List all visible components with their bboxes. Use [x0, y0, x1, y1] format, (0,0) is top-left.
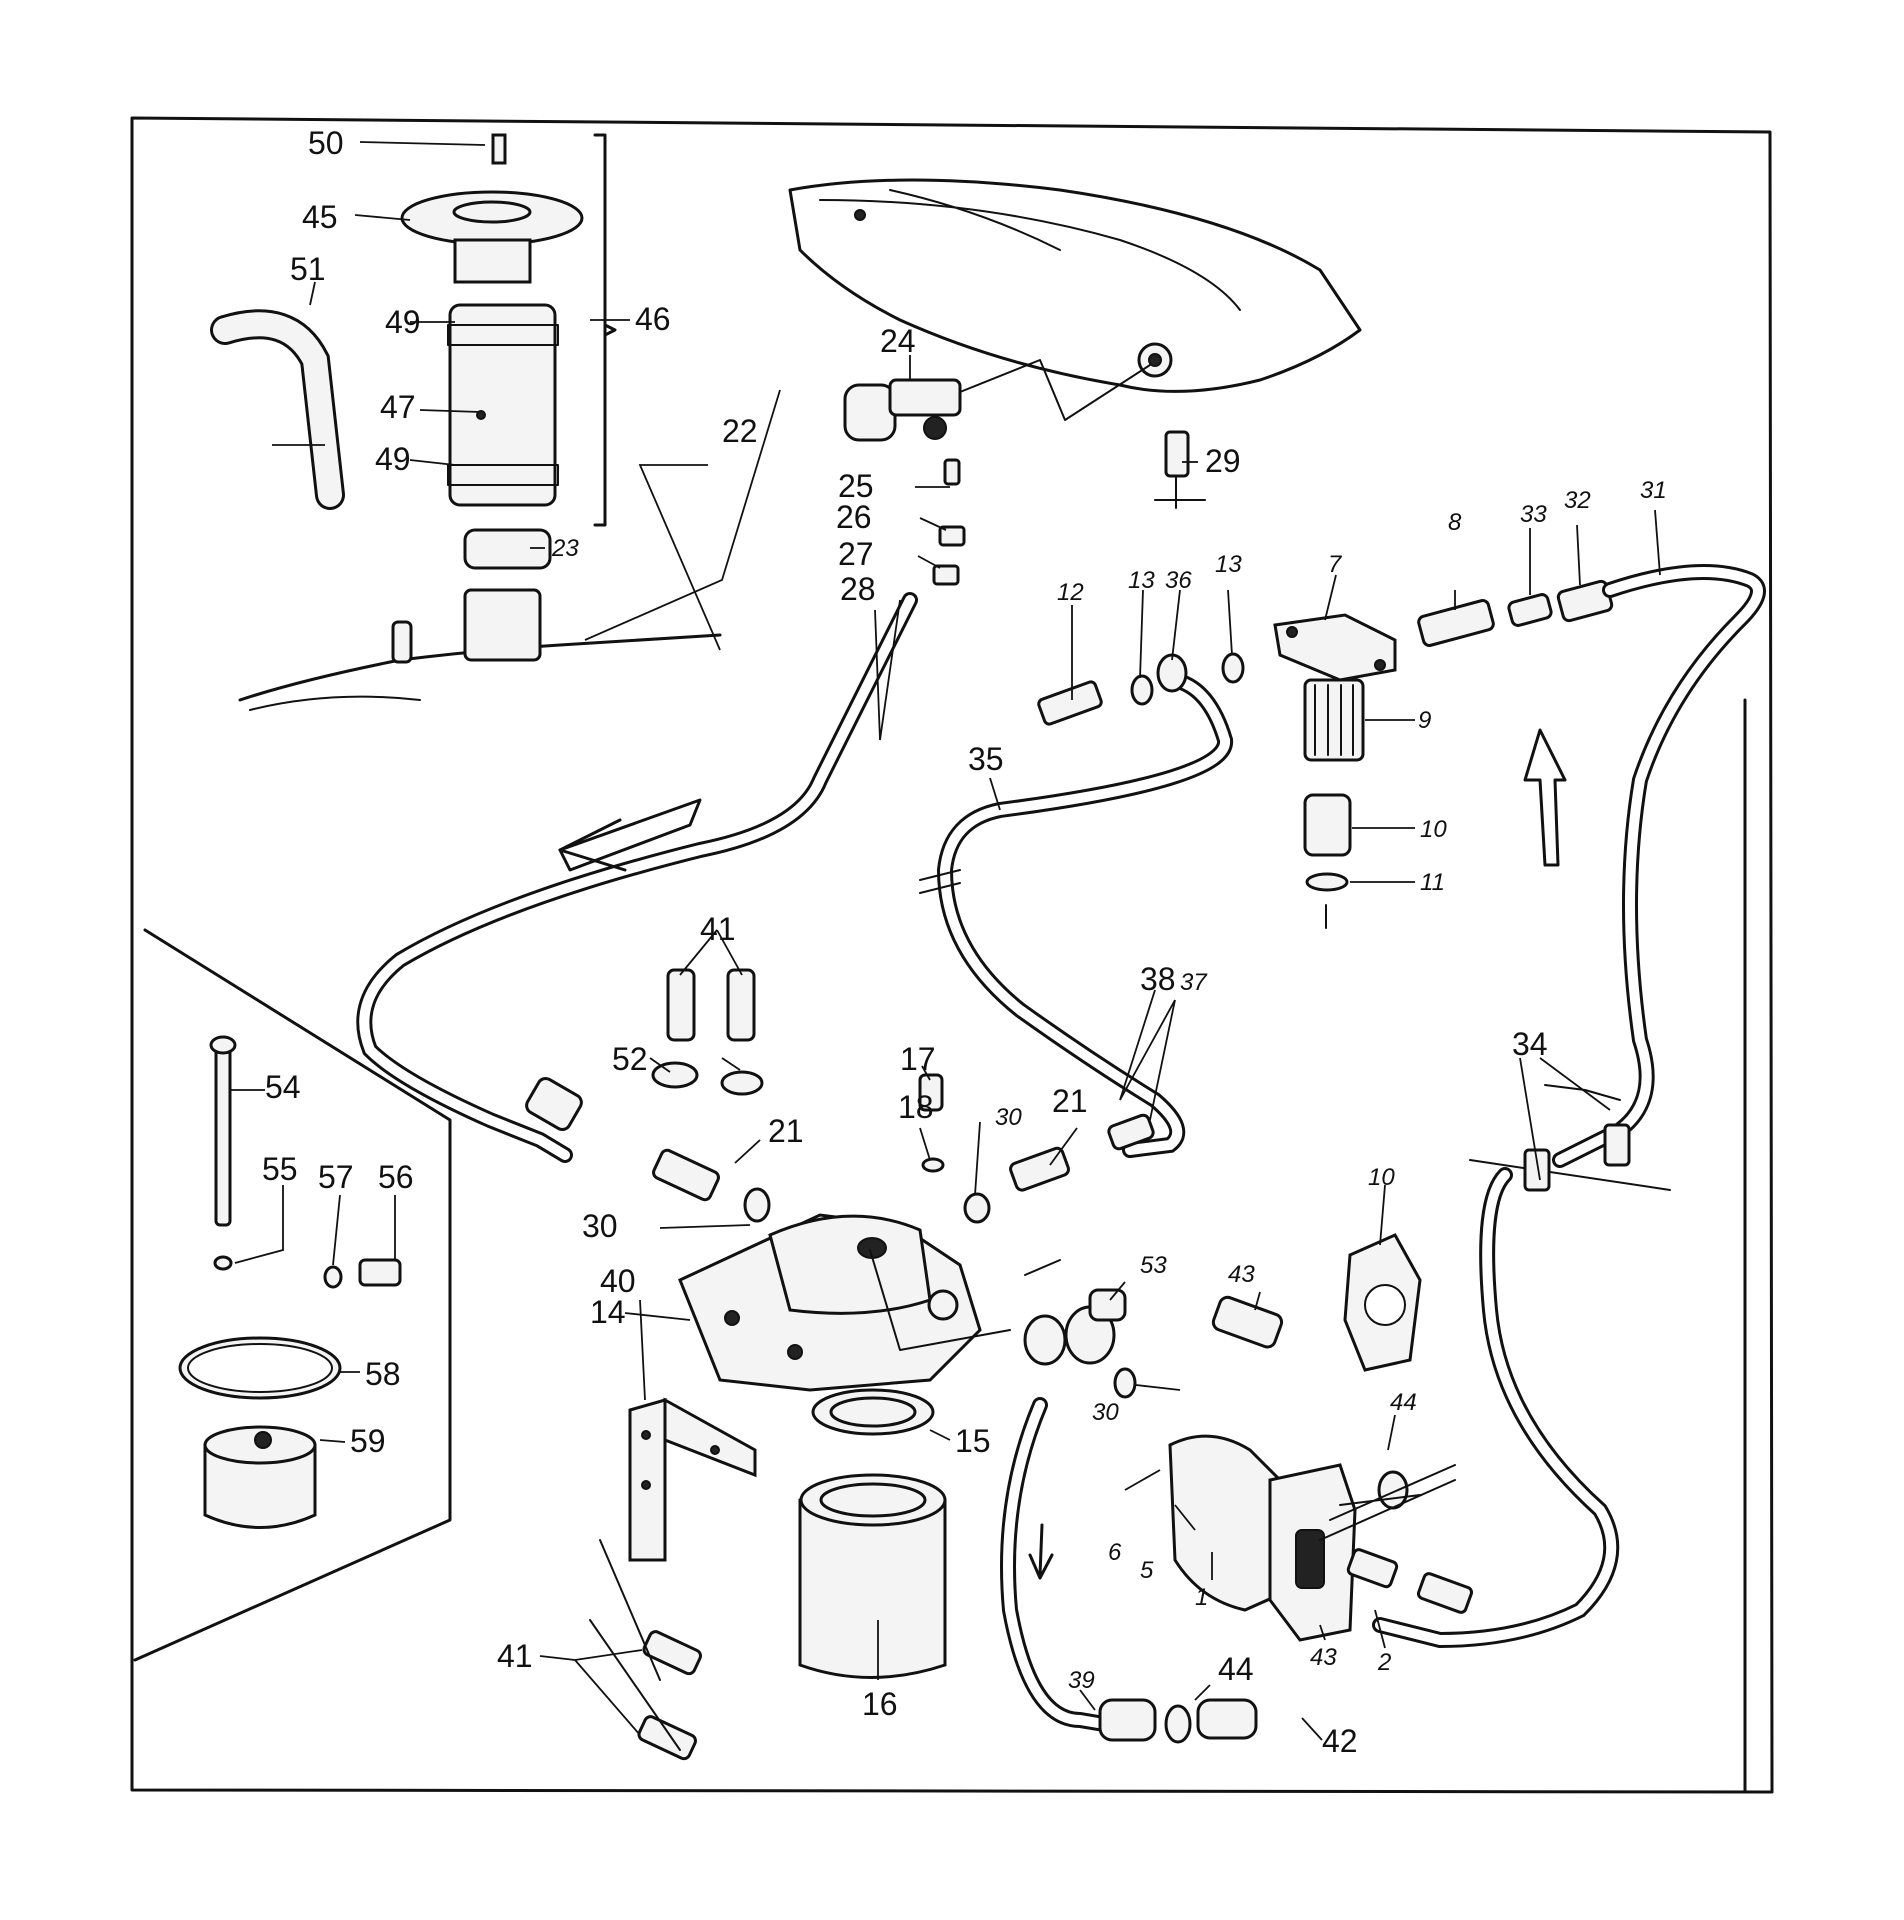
callout-41-lower: 41: [497, 1638, 533, 1674]
callout-21-left: 21: [768, 1113, 804, 1149]
callout-18: 18: [898, 1089, 934, 1125]
flow-arrow-up: [1523, 728, 1567, 867]
callout-8: 8: [1448, 509, 1462, 536]
callout-11: 11: [1420, 869, 1445, 896]
callout-53: 53: [1140, 1252, 1167, 1279]
callout-9: 9: [1418, 707, 1431, 734]
callout-13-left: 13: [1128, 567, 1155, 594]
callout-23: 23: [551, 535, 579, 562]
callout-46: 46: [635, 301, 671, 337]
callout-21-right: 21: [1052, 1083, 1088, 1119]
callout-2: 2: [1377, 1649, 1391, 1676]
callout-43-upper: 43: [1228, 1261, 1255, 1288]
lower-feed-hose: [1000, 1288, 1284, 1744]
callout-27: 27: [838, 536, 874, 572]
callout-56: 56: [378, 1159, 414, 1195]
callout-13-right: 13: [1215, 551, 1242, 578]
callout-10-gasket: 10: [1368, 1164, 1395, 1191]
callout-7: 7: [1328, 551, 1343, 578]
fuel-filter-upper: [1273, 613, 1397, 929]
callout-33: 33: [1520, 501, 1547, 528]
callout-30-left: 30: [582, 1208, 618, 1244]
callout-34: 34: [1512, 1026, 1548, 1062]
callout-54: 54: [265, 1069, 301, 1105]
callout-43-lower: 43: [1310, 1644, 1337, 1671]
fuel-tap: [843, 359, 1206, 586]
callout-51: 51: [290, 251, 326, 287]
injection-supply-pipe: [1372, 1084, 1671, 1649]
flow-arrow-left: [558, 798, 702, 872]
banjo-bolt-and-washers: [1037, 652, 1245, 726]
callout-25: 25: [838, 468, 874, 504]
callout-14: 14: [590, 1294, 626, 1330]
callout-26: 26: [836, 499, 872, 535]
callout-52: 52: [612, 1041, 648, 1077]
callout-15: 15: [955, 1423, 991, 1459]
pump-gasket: [1343, 1233, 1422, 1372]
callout-28: 28: [840, 571, 876, 607]
callout-labels: 50 45 51 49 46 47 49 23 22 24 29 25 26 2…: [262, 125, 1667, 1759]
fuel-tank: [238, 178, 1362, 711]
callout-10-filter: 10: [1420, 816, 1447, 843]
callout-29: 29: [1205, 443, 1241, 479]
engine-side-parts: [178, 1035, 402, 1529]
callout-1: 1: [1195, 1584, 1208, 1611]
callout-35: 35: [968, 741, 1004, 777]
callout-44-lower: 44: [1218, 1651, 1254, 1687]
pump-fittings: [589, 968, 1155, 1761]
flow-arrow-down: [1028, 1523, 1054, 1580]
callout-42: 42: [1322, 1723, 1358, 1759]
callout-57: 57: [318, 1159, 354, 1195]
callout-38: 38: [1140, 961, 1176, 997]
callout-59: 59: [350, 1423, 386, 1459]
callout-30-lower: 30: [1092, 1399, 1119, 1426]
callout-17: 17: [900, 1041, 936, 1077]
callout-5: 5: [1140, 1557, 1154, 1584]
callout-40: 40: [600, 1263, 636, 1299]
callout-45: 45: [302, 199, 338, 235]
callout-16: 16: [862, 1686, 898, 1722]
fuel-line-tank-to-pump: [356, 592, 918, 1163]
callout-39: 39: [1068, 1667, 1095, 1694]
callout-22: 22: [722, 413, 758, 449]
callout-6: 6: [1108, 1539, 1122, 1566]
callout-47: 47: [380, 389, 416, 425]
callout-49-upper: 49: [385, 304, 421, 340]
callout-24: 24: [880, 323, 916, 359]
sediment-bowl: [798, 1388, 947, 1679]
callout-37: 37: [1180, 969, 1208, 996]
callout-55: 55: [262, 1151, 298, 1187]
callout-58: 58: [365, 1356, 401, 1392]
callout-32: 32: [1564, 487, 1591, 514]
mounting-bracket: [628, 1397, 757, 1562]
callout-50: 50: [308, 125, 344, 161]
vent-hose: [210, 309, 345, 510]
callout-30-upper-right: 30: [995, 1104, 1022, 1131]
fuel-lift-pump-body: [678, 1213, 1061, 1392]
return-pipe: [919, 673, 1233, 1158]
filler-cap-assembly: [391, 133, 617, 664]
callout-44-upper: 44: [1390, 1389, 1417, 1416]
callout-12: 12: [1057, 579, 1084, 606]
diagram-frame: [130, 116, 1774, 1794]
callout-41-upper: 41: [700, 911, 736, 947]
leader-lines: [231, 141, 1661, 1741]
injection-pump: [1168, 1434, 1456, 1642]
callout-31: 31: [1640, 477, 1667, 504]
upper-fittings-and-pipe: [1417, 564, 1766, 1168]
callout-36: 36: [1165, 567, 1192, 594]
callout-49-lower: 49: [375, 441, 411, 477]
engine-block-outline: [133, 928, 452, 1662]
